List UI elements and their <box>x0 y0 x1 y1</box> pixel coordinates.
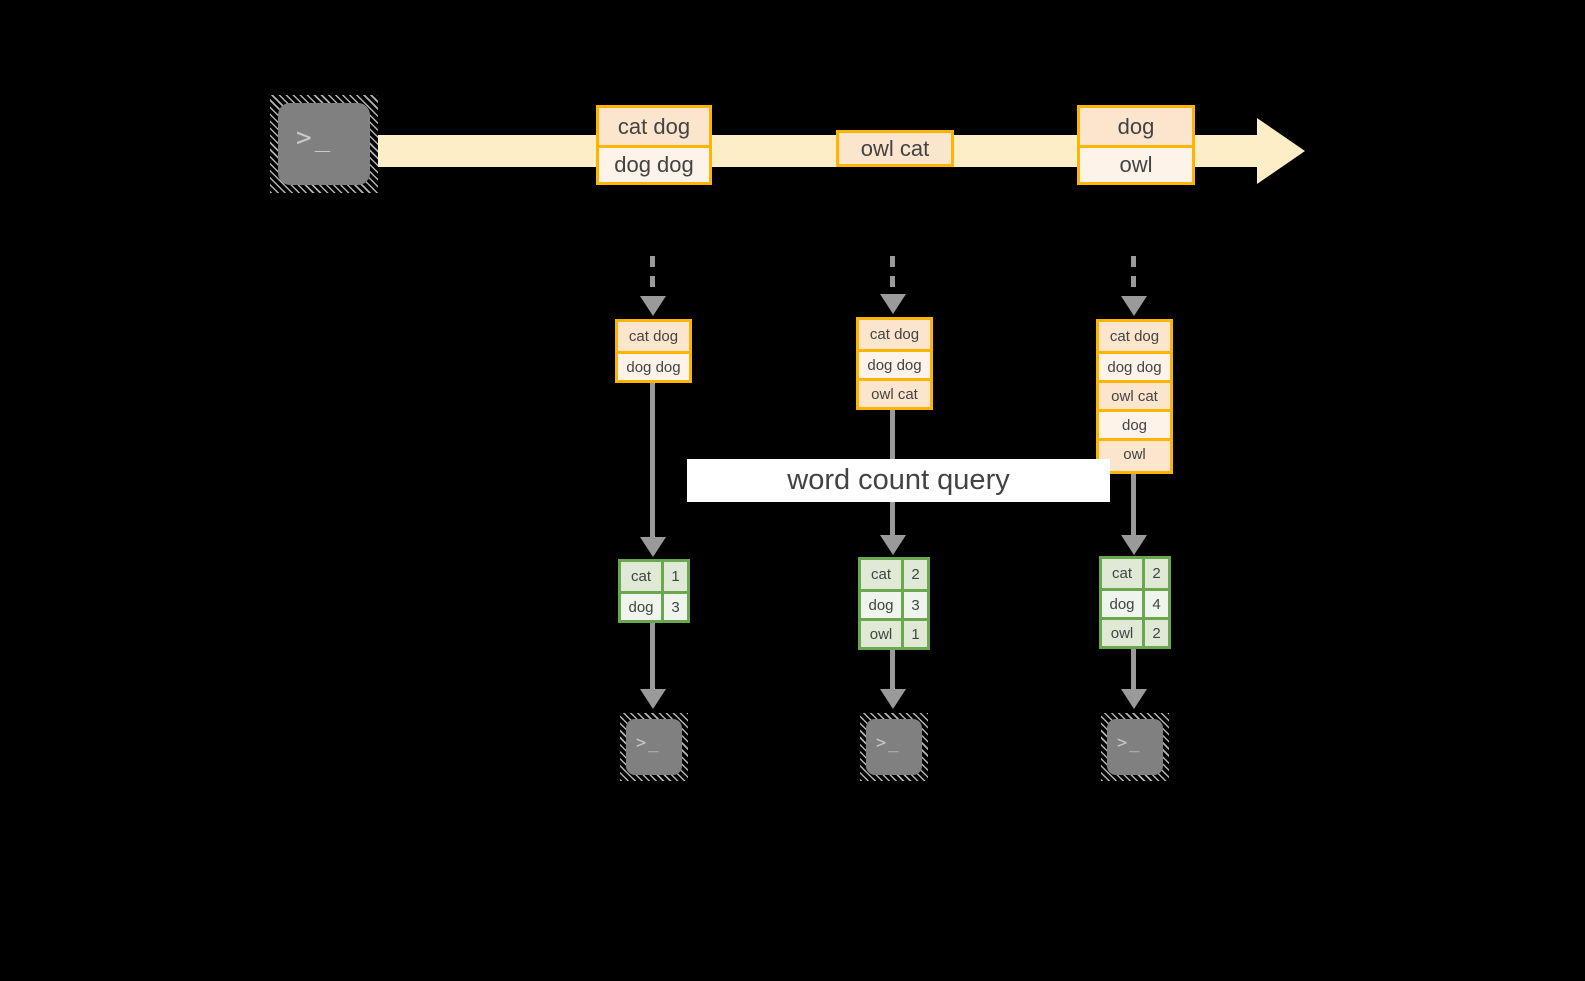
trigger-2-query-arrowhead <box>880 535 906 555</box>
trigger-3-input-table[interactable]: cat dog dog dog owl cat dog owl <box>1096 319 1173 474</box>
trigger-2-dashed-connector <box>890 256 895 296</box>
trigger-3-input-line-5: owl <box>1099 438 1170 467</box>
terminal-prompt-glyph: >_ <box>636 733 661 753</box>
trigger-3-result-word-1: cat <box>1102 559 1145 588</box>
table-row: cat 2 <box>861 560 927 589</box>
trigger-3-result-word-3: owl <box>1102 620 1145 646</box>
trigger-3-result-word-2: dog <box>1102 591 1145 617</box>
terminal-prompt-glyph: >_ <box>296 123 334 153</box>
stream-batch-2-line-1: owl cat <box>839 133 951 164</box>
table-row: dog 4 <box>1102 588 1168 617</box>
trigger-3-dashed-arrowhead <box>1121 296 1147 316</box>
stream-arrow-head <box>1257 118 1305 184</box>
trigger-1-query-connector <box>650 383 655 539</box>
trigger-2-result-count-3: 1 <box>911 625 920 643</box>
stream-batch-2[interactable]: owl cat <box>836 130 954 167</box>
trigger-2-dashed-arrowhead <box>880 294 906 314</box>
trigger-1-sink-connector <box>650 623 655 691</box>
trigger-2-result-count-2: 3 <box>911 596 920 614</box>
trigger-2-result-word-3: owl <box>861 621 904 647</box>
trigger-3-query-arrowhead <box>1121 535 1147 555</box>
trigger-3-query-connector <box>1131 474 1136 537</box>
trigger-2-input-line-1: cat dog <box>859 320 930 349</box>
trigger-1-result-count-1: 1 <box>671 568 680 585</box>
trigger-2-input-line-3: owl cat <box>859 378 930 407</box>
trigger-3-dashed-connector <box>1131 256 1136 298</box>
trigger-1-sink-arrowhead <box>640 689 666 709</box>
table-row: dog 3 <box>861 589 927 618</box>
trigger-2-sink-connector <box>890 650 895 691</box>
trigger-3-sink-terminal-icon[interactable]: >_ <box>1101 713 1169 781</box>
terminal-screen <box>866 719 922 775</box>
trigger-2-result-count-1: 2 <box>911 566 920 583</box>
trigger-2-sink-terminal-icon[interactable]: >_ <box>860 713 928 781</box>
trigger-3-result-count-1: 2 <box>1152 565 1161 582</box>
table-row: owl 1 <box>861 618 927 647</box>
trigger-1-dashed-arrowhead <box>640 296 666 316</box>
stream-batch-3-line-1: dog <box>1080 108 1192 145</box>
terminal-screen <box>1107 719 1163 775</box>
trigger-3-input-line-4: dog <box>1099 409 1170 438</box>
source-terminal-icon[interactable]: >_ <box>270 95 378 193</box>
trigger-3-result-table[interactable]: cat 2 dog 4 owl 2 <box>1099 556 1171 649</box>
trigger-3-input-line-1: cat dog <box>1099 322 1170 351</box>
terminal-prompt-glyph: >_ <box>876 733 901 753</box>
trigger-1-sink-terminal-icon[interactable]: >_ <box>620 713 688 781</box>
stream-batch-1[interactable]: cat dog dog dog <box>596 105 712 185</box>
table-row: cat 1 <box>621 562 687 591</box>
query-banner: word count query <box>687 459 1110 502</box>
trigger-1-result-count-2: 3 <box>671 598 680 616</box>
terminal-prompt-glyph: >_ <box>1117 733 1142 753</box>
stream-batch-3[interactable]: dog owl <box>1077 105 1195 185</box>
trigger-2-input-line-2: dog dog <box>859 349 930 378</box>
table-row: dog 3 <box>621 591 687 620</box>
trigger-2-input-table[interactable]: cat dog dog dog owl cat <box>856 317 933 410</box>
table-row: cat 2 <box>1102 559 1168 588</box>
trigger-1-dashed-connector <box>650 256 655 298</box>
terminal-screen <box>278 103 370 185</box>
trigger-3-sink-connector <box>1131 649 1136 691</box>
trigger-3-result-count-2: 4 <box>1152 595 1161 613</box>
trigger-2-result-table[interactable]: cat 2 dog 3 owl 1 <box>858 557 930 650</box>
trigger-1-input-line-2: dog dog <box>618 351 689 380</box>
trigger-1-input-line-1: cat dog <box>618 322 689 351</box>
trigger-1-result-word-1: cat <box>621 562 664 591</box>
trigger-3-input-line-3: owl cat <box>1099 380 1170 409</box>
trigger-2-sink-arrowhead <box>880 689 906 709</box>
trigger-3-result-count-3: 2 <box>1152 624 1161 642</box>
terminal-screen <box>626 719 682 775</box>
trigger-1-result-word-2: dog <box>621 594 664 620</box>
trigger-2-result-word-2: dog <box>861 592 904 618</box>
stream-batch-1-line-1: cat dog <box>599 108 709 145</box>
stream-batch-3-line-2: owl <box>1080 145 1192 182</box>
trigger-1-input-table[interactable]: cat dog dog dog <box>615 319 692 383</box>
table-row: owl 2 <box>1102 617 1168 646</box>
stream-batch-1-line-2: dog dog <box>599 145 709 182</box>
query-banner-label: word count query <box>787 464 1010 496</box>
trigger-1-result-table[interactable]: cat 1 dog 3 <box>618 559 690 623</box>
trigger-3-sink-arrowhead <box>1121 689 1147 709</box>
trigger-3-input-line-2: dog dog <box>1099 351 1170 380</box>
trigger-1-query-arrowhead <box>640 537 666 557</box>
trigger-2-result-word-1: cat <box>861 560 904 589</box>
